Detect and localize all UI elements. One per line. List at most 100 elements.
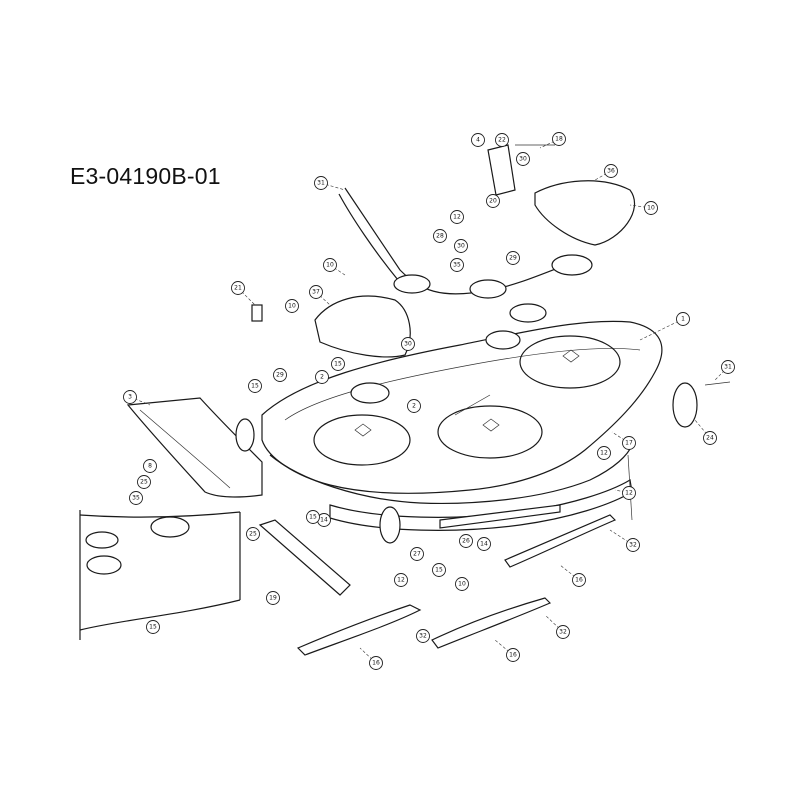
callout-number: 30 — [457, 243, 465, 250]
blades — [296, 514, 617, 656]
callout-circle — [516, 152, 530, 166]
callout-circle — [306, 510, 320, 524]
callout-circle — [410, 547, 424, 561]
callout-circle — [266, 591, 280, 605]
callout-number: 30 — [404, 341, 412, 348]
discharge-chute — [126, 397, 263, 498]
callout-number: 31 — [724, 364, 732, 371]
callout-circle — [416, 629, 430, 643]
callout-circle — [676, 312, 690, 326]
callout-number: 12 — [397, 577, 405, 584]
callout-circle — [315, 370, 329, 384]
callout-circle — [477, 537, 491, 551]
belt-covers — [314, 180, 636, 358]
callout-circle — [597, 446, 611, 460]
callout-number: 28 — [436, 233, 444, 240]
callout-circle — [703, 431, 717, 445]
small-parts — [251, 304, 731, 416]
callout-circle — [129, 491, 143, 505]
callout-circle — [626, 538, 640, 552]
callout-circle — [454, 239, 468, 253]
callout-number: 15 — [149, 624, 157, 631]
callout-circle — [273, 368, 287, 382]
callout-circle — [455, 577, 469, 591]
callout-circle — [248, 379, 262, 393]
callout-circle — [556, 625, 570, 639]
callout-number: 35 — [453, 262, 461, 269]
callout-circle — [314, 176, 328, 190]
callout-number: 16 — [509, 652, 517, 659]
callout-circle — [622, 436, 636, 450]
callout-number: 14 — [320, 517, 328, 524]
callout-circle — [622, 486, 636, 500]
callout-number: 25 — [249, 531, 257, 538]
side-brackets — [258, 454, 633, 596]
callout-number: 24 — [706, 435, 714, 442]
callout-circle — [401, 337, 415, 351]
callout-circle — [450, 210, 464, 224]
callout-number: 32 — [559, 629, 567, 636]
callout-circle — [471, 133, 485, 147]
callout-number: 10 — [326, 262, 334, 269]
callout-number: 35 — [132, 495, 140, 502]
callout-circle — [369, 656, 383, 670]
callout-circle — [495, 133, 509, 147]
callout-number: 19 — [269, 595, 277, 602]
callout-circle — [123, 390, 137, 404]
callout-circle — [146, 620, 160, 634]
callout-number: 10 — [647, 205, 655, 212]
diagram-title: E3-04190B-01 — [70, 163, 221, 189]
callout-number: 16 — [372, 660, 380, 667]
callout-number: 10 — [288, 303, 296, 310]
callout-number: 12 — [453, 214, 461, 221]
callout-circle — [231, 281, 245, 295]
callout-circle — [506, 251, 520, 265]
callout-circle — [246, 527, 260, 541]
callout-circle — [604, 164, 618, 178]
callout-number: 29 — [276, 372, 284, 379]
callout-number: 4 — [476, 137, 480, 144]
callout-circle — [137, 475, 151, 489]
callout-number: 17 — [625, 440, 633, 447]
callout-number: 3 — [128, 394, 132, 401]
callout-number: 37 — [312, 289, 320, 296]
callout-number: 12 — [625, 490, 633, 497]
callout-number: 20 — [489, 198, 497, 205]
callout-number: 31 — [317, 180, 325, 187]
callout-circle — [331, 357, 345, 371]
inset-detail — [79, 510, 241, 640]
callout-circle — [721, 360, 735, 374]
gauge-wheels — [235, 382, 698, 544]
callout-number: 32 — [419, 633, 427, 640]
callout-circle — [552, 132, 566, 146]
callout-number: 16 — [575, 577, 583, 584]
deck-shell — [261, 320, 663, 505]
callout-number: 15 — [251, 383, 259, 390]
callout-circle — [644, 201, 658, 215]
callout-bubbles: 1223481010101012121212141415151515151616… — [123, 132, 735, 670]
pulleys — [85, 254, 593, 575]
callout-number: 26 — [462, 538, 470, 545]
callout-number: 1 — [681, 316, 685, 323]
callout-circle — [285, 299, 299, 313]
callout-number: 30 — [519, 156, 527, 163]
callout-circle — [432, 563, 446, 577]
callout-number: 15 — [309, 514, 317, 521]
callout-circle — [459, 534, 473, 548]
callout-circle — [486, 194, 500, 208]
callout-circle — [323, 258, 337, 272]
callout-circle — [309, 285, 323, 299]
callout-number: 10 — [458, 581, 466, 588]
callout-circle — [506, 648, 520, 662]
callout-number: 32 — [629, 542, 637, 549]
callout-number: 18 — [555, 136, 563, 143]
callout-number: 8 — [148, 463, 152, 470]
callout-number: 22 — [498, 137, 506, 144]
callout-number: 15 — [334, 361, 342, 368]
callout-number: 25 — [140, 479, 148, 486]
callout-circle — [572, 573, 586, 587]
drive-belt — [338, 187, 576, 295]
callout-number: 36 — [607, 168, 615, 175]
callout-number: 15 — [435, 567, 443, 574]
